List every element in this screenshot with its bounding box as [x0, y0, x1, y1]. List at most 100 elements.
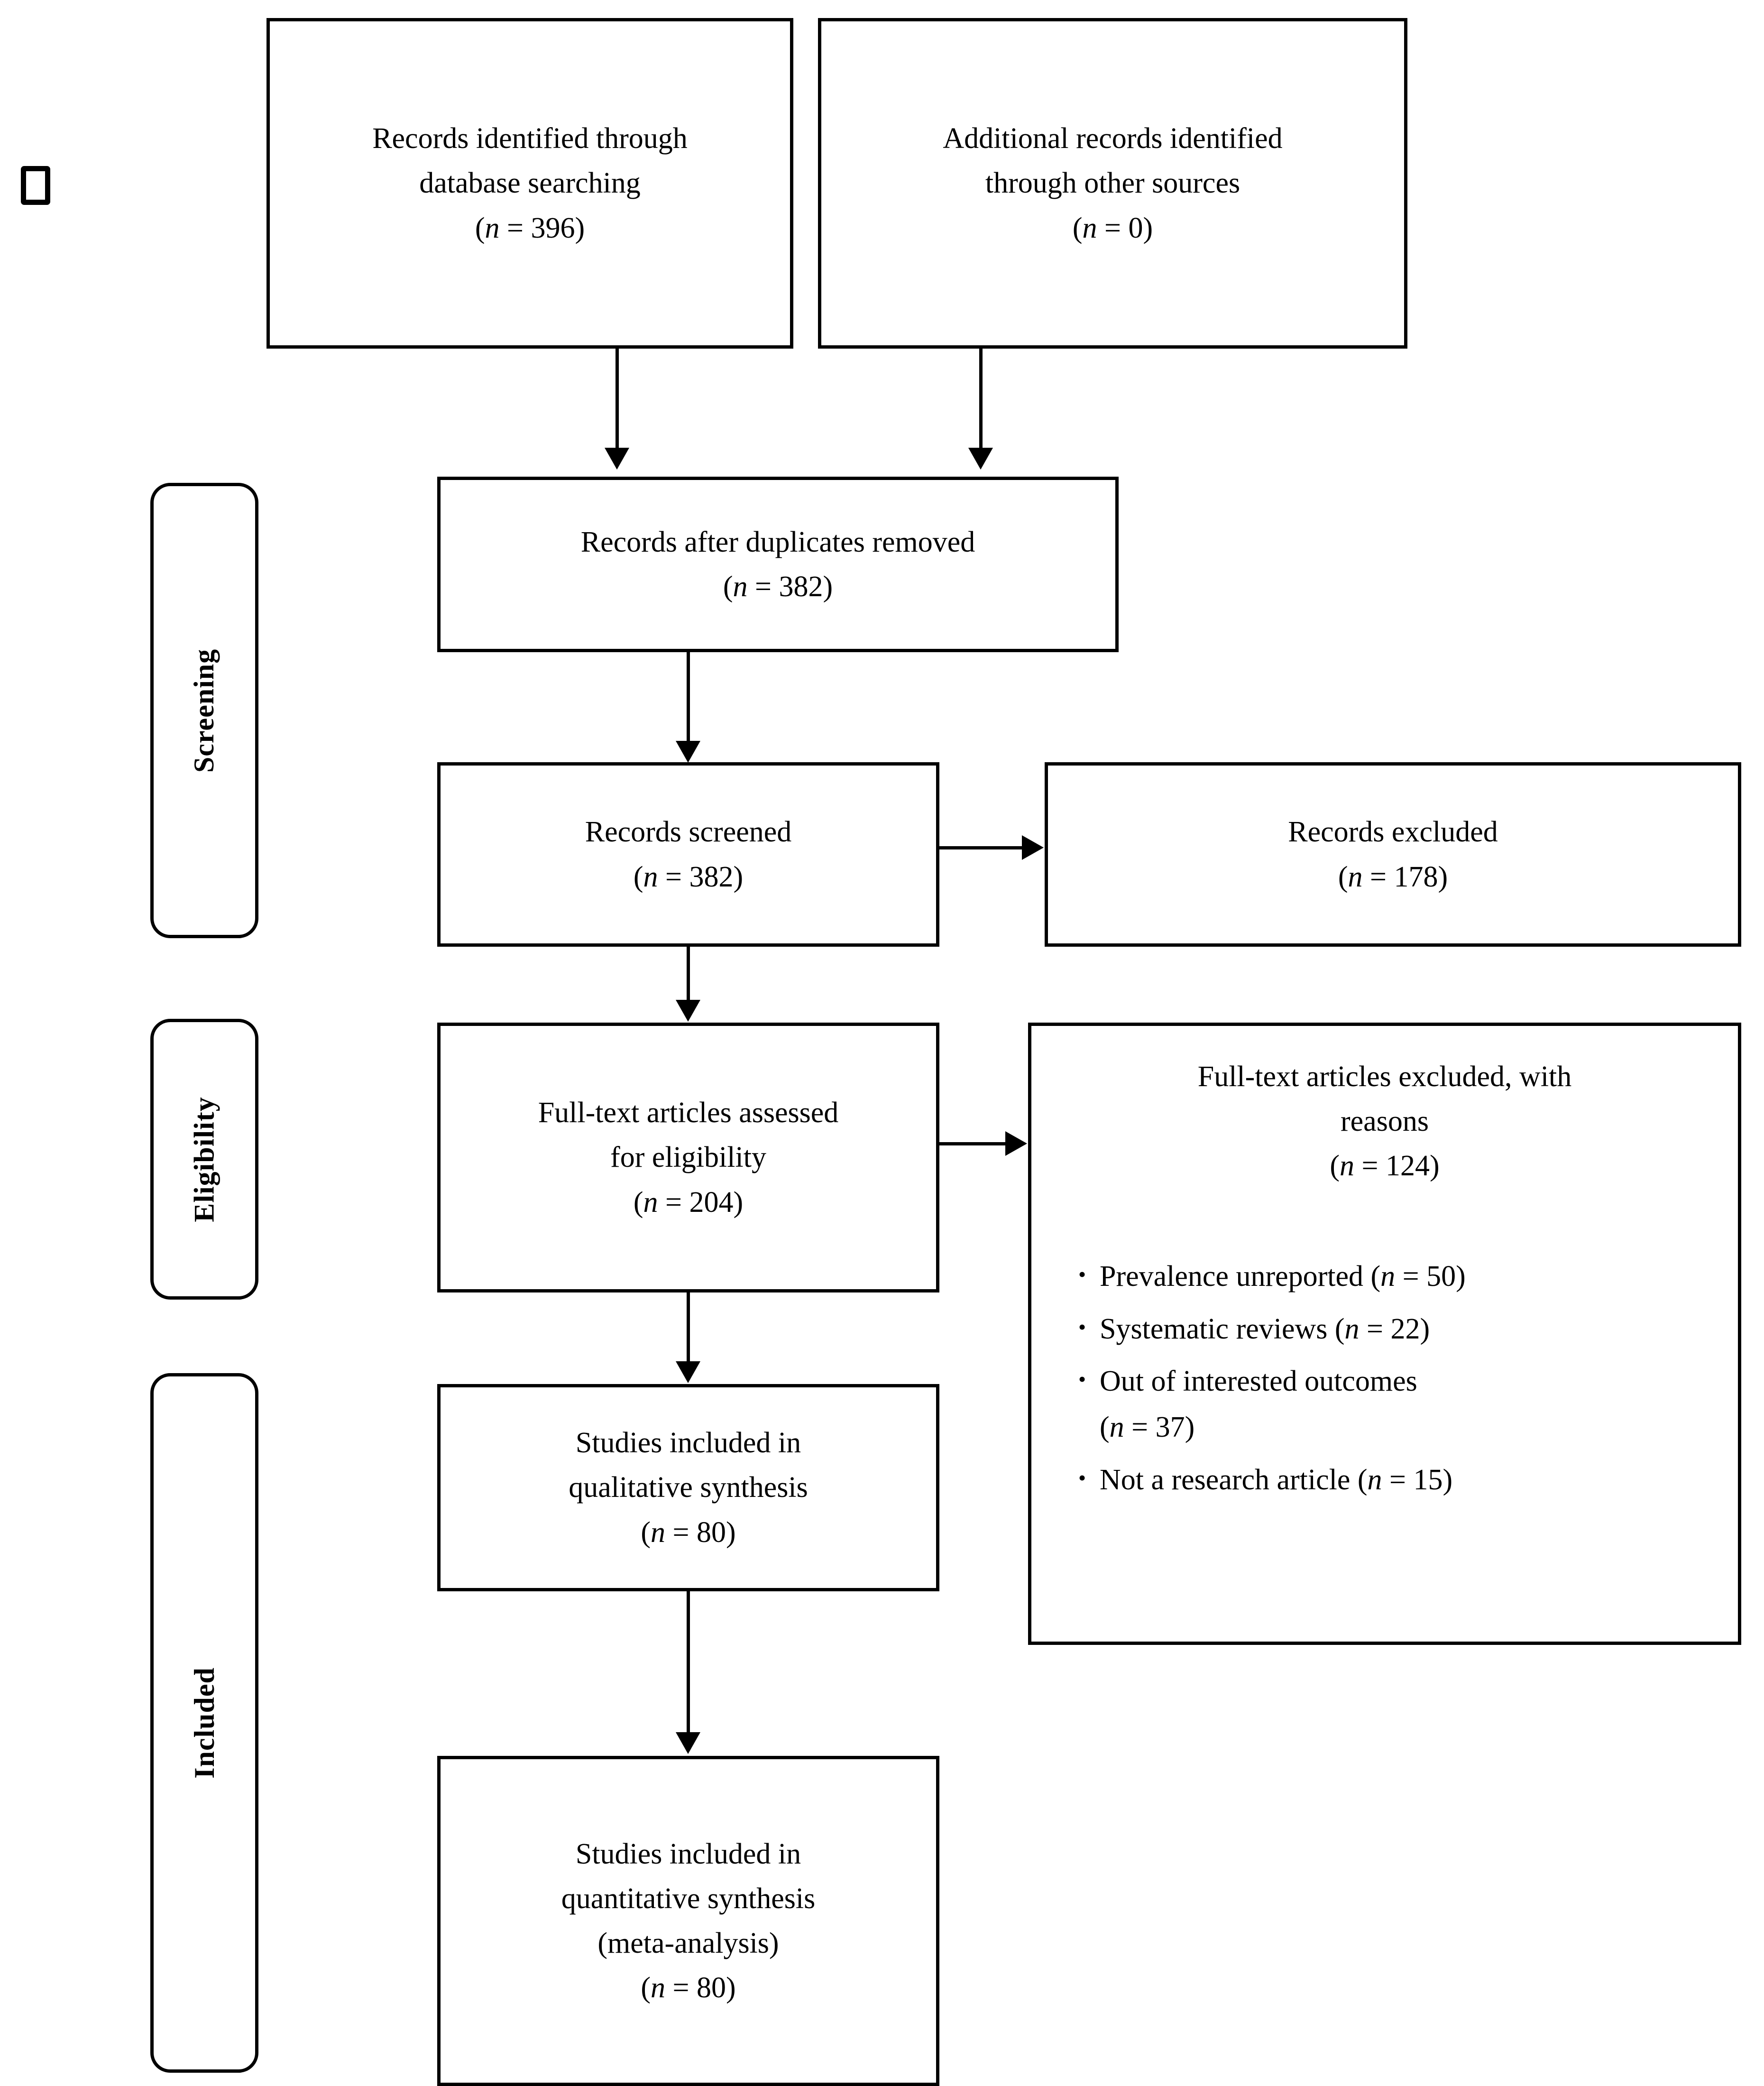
- paren-close: ): [1456, 1260, 1466, 1292]
- paren-close: ): [733, 860, 744, 893]
- paren-close: ): [1143, 212, 1153, 244]
- box-records-screened: Records screened (n = 382): [437, 762, 939, 947]
- paren-close: ): [823, 571, 833, 603]
- box-studies-qualitative-synthesis: Studies included in qualitative synthesi…: [437, 1384, 939, 1591]
- stage-label-included: Included: [150, 1373, 258, 2073]
- box-line-3: (meta-analysis): [597, 1927, 779, 1959]
- arrow-qualitative-to-quantitative: [676, 1732, 700, 1754]
- equals: =: [1359, 1312, 1391, 1345]
- arrow-other-to-duplicates: [968, 448, 993, 470]
- box-additional-records-other-sources: Additional records identified through ot…: [818, 18, 1407, 349]
- box-count: (n = 382): [723, 564, 833, 609]
- stage-label-screening: Screening: [150, 483, 258, 938]
- reason-label: Not a research article (: [1100, 1463, 1368, 1496]
- paren-close: ): [1442, 1463, 1453, 1496]
- n-symbol: n: [651, 1972, 666, 2004]
- list-item-text: Systematic reviews (n = 22): [1100, 1306, 1719, 1352]
- arrow-fulltext-to-excluded: [1005, 1131, 1027, 1156]
- equals: =: [1124, 1411, 1156, 1444]
- connector-duplicates-to-screened: [687, 652, 690, 742]
- box-line-1: Records screened: [585, 816, 792, 849]
- box-count: (n = 204): [634, 1180, 743, 1225]
- box-line-2: reasons: [1341, 1105, 1429, 1138]
- box-count: (n = 80): [641, 1966, 735, 2010]
- connector-other-to-duplicates: [979, 349, 983, 449]
- excluded-heading: Full-text articles excluded, with reason…: [1050, 1054, 1719, 1189]
- reason-label: Out of interested outcomes: [1100, 1365, 1417, 1398]
- paren-open: (: [1100, 1411, 1110, 1444]
- bullet-icon: •: [1078, 1367, 1086, 1392]
- equals: =: [665, 1972, 697, 2004]
- box-fulltext-articles-excluded: Full-text articles excluded, with reason…: [1028, 1023, 1741, 1645]
- arrow-db-to-duplicates: [605, 448, 629, 470]
- paren-close: ): [733, 1186, 744, 1218]
- paren-open: (: [633, 1186, 643, 1218]
- paren-close: ): [575, 212, 585, 244]
- n-value: 37: [1155, 1411, 1185, 1444]
- n-symbol: n: [1344, 1312, 1360, 1345]
- bullet-icon: •: [1078, 1314, 1086, 1339]
- n-value: 0: [1128, 212, 1143, 244]
- equals: =: [747, 571, 779, 603]
- equals: =: [1382, 1463, 1414, 1496]
- list-item: • Systematic reviews (n = 22): [1065, 1306, 1719, 1352]
- n-value: 204: [689, 1186, 734, 1218]
- paren-open: (: [633, 860, 643, 893]
- stage-label-text: Screening: [188, 648, 220, 773]
- paren-open: (: [641, 1972, 651, 2004]
- n-symbol: n: [733, 571, 748, 603]
- equals: =: [658, 860, 689, 893]
- list-item-text: Prevalence unreported (n = 50): [1100, 1254, 1719, 1300]
- bullet-icon: •: [1078, 1262, 1086, 1286]
- n-symbol: n: [1340, 1150, 1355, 1182]
- box-records-identified-database: Records identified through database sear…: [266, 18, 793, 349]
- box-line-1: Studies included in: [575, 1427, 801, 1459]
- box-count: (n = 178): [1338, 855, 1448, 899]
- box-records-after-duplicates-removed: Records after duplicates removed (n = 38…: [437, 477, 1119, 652]
- box-line-2: quantitative synthesis: [561, 1882, 816, 1915]
- equals: =: [1097, 212, 1129, 244]
- paren-open: (: [1338, 860, 1348, 893]
- connector-fulltext-to-excluded: [939, 1142, 1006, 1145]
- arrow-screened-to-excluded: [1022, 835, 1044, 860]
- paren-open: (: [641, 1516, 651, 1549]
- paren-close: ): [1185, 1411, 1195, 1444]
- box-line-1: Records after duplicates removed: [580, 526, 975, 558]
- n-symbol: n: [485, 212, 500, 244]
- n-symbol: n: [1367, 1463, 1382, 1496]
- n-value: 22: [1390, 1312, 1420, 1345]
- paren-open: (: [475, 212, 485, 244]
- connector-screened-to-excluded: [939, 846, 1023, 849]
- box-fulltext-articles-assessed: Full-text articles assessed for eligibil…: [437, 1023, 939, 1292]
- stage-label-eligibility: Eligibility: [150, 1019, 258, 1300]
- bullet-icon: •: [1078, 1465, 1086, 1490]
- paren-open: (: [723, 571, 733, 603]
- box-line-2: qualitative synthesis: [569, 1471, 808, 1504]
- equals: =: [1362, 860, 1394, 893]
- arrow-fulltext-to-qualitative: [676, 1361, 700, 1383]
- list-item: • Prevalence unreported (n = 50): [1065, 1254, 1719, 1300]
- box-line-1: Records identified through: [372, 122, 688, 155]
- box-count: (n = 0): [1073, 206, 1153, 250]
- box-line-2: for eligibility: [610, 1141, 766, 1174]
- stage-label-text: Eligibility: [188, 1096, 220, 1222]
- equals: =: [1354, 1150, 1386, 1182]
- box-line-1: Studies included in: [575, 1837, 801, 1870]
- box-count: (n = 80): [641, 1510, 735, 1555]
- paren-open: (: [1072, 212, 1083, 244]
- box-line-1: Full-text articles excluded, with: [1197, 1061, 1572, 1093]
- box-records-excluded: Records excluded (n = 178): [1045, 762, 1741, 947]
- equals: =: [499, 212, 531, 244]
- n-value: 15: [1413, 1463, 1443, 1496]
- n-symbol: n: [643, 1186, 658, 1218]
- n-symbol: n: [1348, 860, 1363, 893]
- reason-label: Systematic reviews (: [1100, 1312, 1345, 1345]
- box-studies-quantitative-synthesis: Studies included in quantitative synthes…: [437, 1756, 939, 2086]
- n-symbol: n: [651, 1516, 666, 1549]
- box-count: (n = 396): [475, 206, 585, 250]
- equals: =: [1395, 1260, 1427, 1292]
- box-line-2: through other sources: [985, 167, 1240, 200]
- stage-label-text: Included: [188, 1667, 220, 1779]
- box-line-1: Records excluded: [1288, 816, 1498, 849]
- paren-close: ): [726, 1972, 736, 2004]
